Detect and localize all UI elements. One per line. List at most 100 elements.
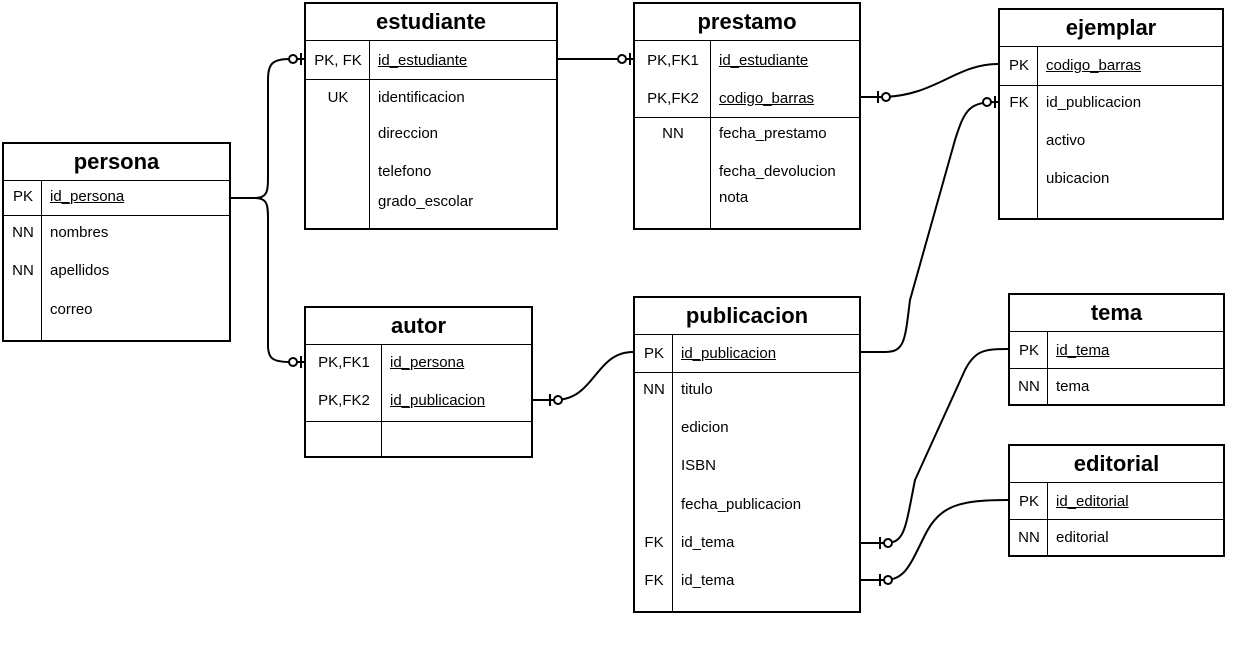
entity-title: ejemplar: [1000, 10, 1222, 47]
key-label: PK,FK1: [647, 52, 699, 69]
key-label: UK: [327, 88, 349, 106]
attribute-row: UK identificacion: [306, 80, 556, 116]
key-label: NN: [1018, 377, 1040, 395]
key-column-divider: [1010, 520, 1048, 555]
key-label: PK: [1018, 342, 1039, 359]
zero-one-marker: [549, 394, 563, 406]
key-column-divider: [306, 80, 370, 228]
key-column-divider: [635, 41, 711, 117]
attribute-row: grado_escolar: [306, 184, 556, 220]
entity-title: editorial: [1010, 446, 1223, 483]
field-name: tema: [1056, 377, 1090, 395]
key-column-divider: [1010, 332, 1048, 368]
key-column-divider: [306, 345, 382, 421]
entity-title: estudiante: [306, 4, 556, 41]
zero-one-marker: [288, 53, 302, 65]
key-column-divider: [1010, 483, 1048, 519]
key-label: FK: [644, 533, 664, 551]
attribute-row: fecha_publicacion: [635, 487, 859, 523]
key-column-divider: [635, 373, 673, 611]
attribute-row: NN editorial: [1010, 520, 1223, 556]
entity-title: tema: [1010, 295, 1223, 332]
field-name: fecha_devolucion: [719, 162, 836, 180]
key-label: NN: [1018, 528, 1040, 546]
zero-one-marker: [982, 96, 996, 108]
key-column-divider: [306, 422, 382, 456]
entity-title: publicacion: [635, 298, 859, 335]
key-label: PK,FK2: [318, 392, 370, 409]
attribute-section: UK identificacion direccion telefono grado_e…: [306, 80, 556, 228]
key-label: PK,FK2: [647, 90, 699, 107]
zero-one-marker: [879, 574, 893, 586]
key-column-divider: [306, 41, 370, 79]
attribute-row: fecha_devolucion: [635, 154, 859, 190]
attribute-row: NN nombres: [4, 215, 229, 251]
key-column-divider: [635, 118, 711, 228]
key-label: FK: [644, 571, 664, 589]
key-label: PK: [1008, 57, 1029, 74]
entity-title: prestamo: [635, 4, 859, 41]
key-label: PK, FK: [314, 52, 362, 69]
attribute-section: NN editorial: [1010, 520, 1223, 555]
line-prestamo-ejemplar: [861, 63, 999, 98]
key-label: FK: [1009, 93, 1029, 111]
entity-title: persona: [4, 144, 229, 181]
field-name: nota: [719, 188, 749, 206]
field-name: nombres: [50, 223, 109, 241]
field-name: id_publicacion: [1046, 93, 1142, 111]
field-name: editorial: [1056, 528, 1109, 546]
attribute-row: correo: [4, 292, 229, 328]
field-name: identificacion: [378, 88, 465, 106]
attribute-row: FK id_publicacion: [1000, 85, 1222, 121]
pk-row: PK,FK2 codigo_barras: [635, 81, 859, 117]
field-name: ubicacion: [1046, 169, 1110, 187]
line-publicacion-editorial: [861, 499, 1009, 581]
attribute-row: ISBN: [635, 448, 859, 484]
zero-one-marker: [879, 537, 893, 549]
line-publicacion-ejemplar: [861, 101, 999, 353]
attribute-row: edicion: [635, 410, 859, 446]
attribute-row: activo: [1000, 123, 1222, 159]
field-name: id_tema: [681, 571, 735, 589]
key-label: PK: [643, 345, 664, 362]
attribute-row: telefono: [306, 154, 556, 190]
key-column-divider: [1010, 369, 1048, 404]
field-name: fecha_prestamo: [719, 124, 827, 142]
field-name: correo: [50, 300, 93, 318]
key-label: PK,FK1: [318, 354, 370, 371]
field-name: direccion: [378, 124, 439, 142]
field-name: edicion: [681, 418, 729, 436]
line-autor-publicacion: [533, 351, 634, 401]
field-name: telefono: [378, 162, 432, 180]
field-name: grado_escolar: [378, 192, 474, 210]
field-name: fecha_publicacion: [681, 495, 802, 513]
zero-one-marker: [288, 356, 302, 368]
key-label: NN: [662, 124, 684, 142]
field-name: codigo_barras: [719, 90, 815, 107]
key-label: NN: [12, 223, 34, 241]
key-label: PK: [1018, 493, 1039, 510]
attribute-row: FK id_tema: [635, 563, 859, 599]
attribute-row: NN fecha_prestamo: [635, 116, 859, 152]
